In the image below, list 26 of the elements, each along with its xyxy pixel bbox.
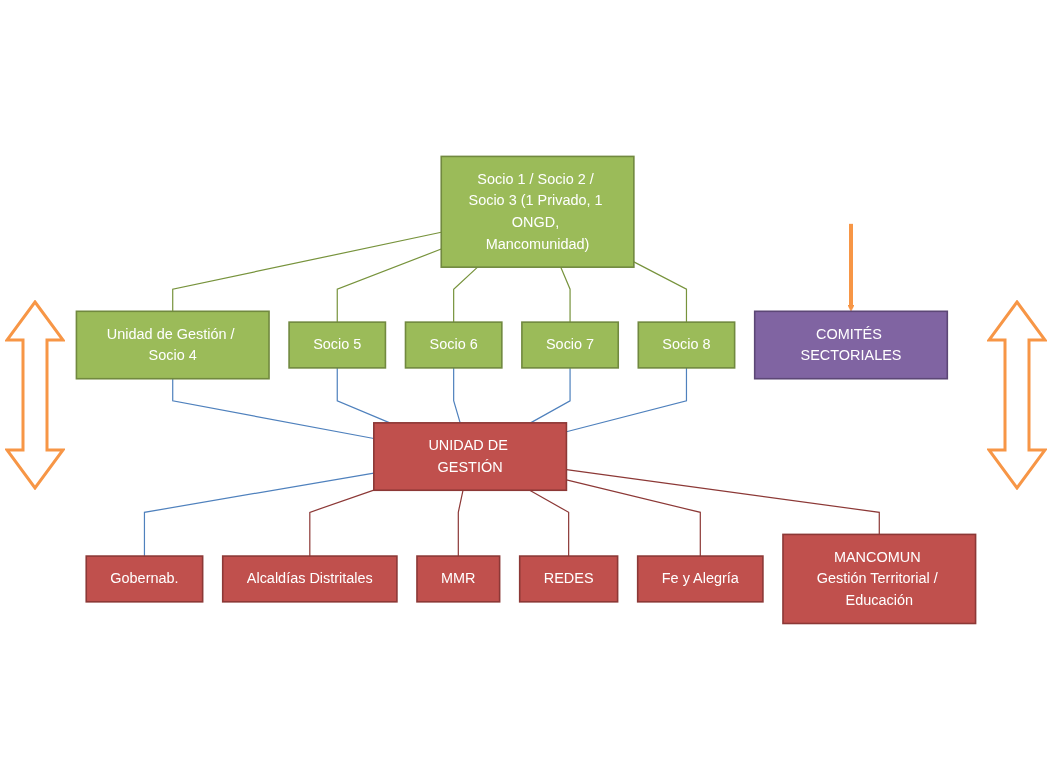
node-box: MMR bbox=[416, 555, 501, 603]
connector bbox=[529, 489, 570, 557]
connector bbox=[453, 266, 479, 323]
connector bbox=[309, 489, 375, 557]
node-box: Socio 7 bbox=[521, 321, 620, 369]
node-box: Socio 6 bbox=[404, 321, 503, 369]
connector bbox=[143, 472, 375, 557]
connector bbox=[529, 367, 571, 424]
node-box: COMITÉS SECTORIALES bbox=[753, 310, 949, 380]
arrow bbox=[847, 223, 855, 312]
connector bbox=[172, 231, 442, 312]
node-box: Socio 8 bbox=[637, 321, 736, 369]
node-box: Gobernab. bbox=[85, 555, 204, 603]
node-box: UNIDAD DE GESTIÓN bbox=[373, 422, 568, 492]
connector bbox=[336, 248, 442, 323]
node-box: Fe y Alegría bbox=[636, 555, 764, 603]
node-box: Alcaldías Distritales bbox=[221, 555, 398, 603]
connector bbox=[457, 489, 464, 557]
node-box: Socio 1 / Socio 2 / Socio 3 (1 Privado, 1 ONGD, Mancomunidad) bbox=[440, 155, 635, 268]
connector bbox=[453, 367, 461, 424]
connector bbox=[633, 261, 688, 323]
node-box: Unidad de Gestión / Socio 4 bbox=[75, 310, 270, 380]
connector bbox=[560, 266, 571, 323]
node-box: REDES bbox=[518, 555, 619, 603]
node-box: MANCOMUN Gestión Territorial / Educación bbox=[782, 533, 977, 625]
node-box: Socio 5 bbox=[288, 321, 387, 369]
